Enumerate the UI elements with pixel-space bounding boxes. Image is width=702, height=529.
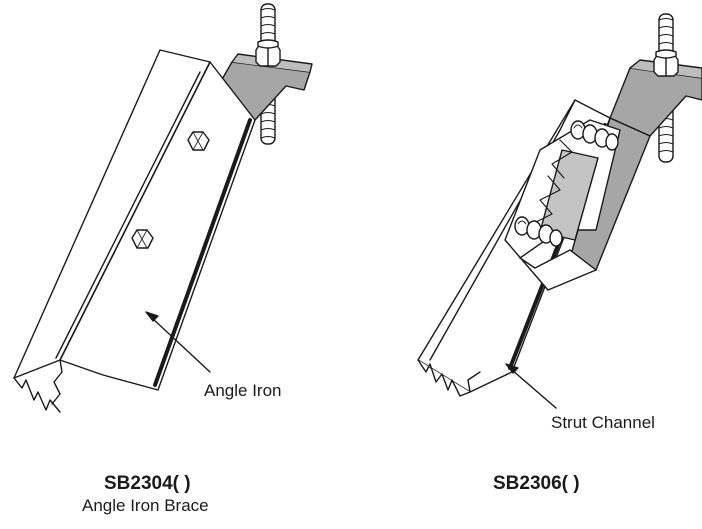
hex-nut-right [653,49,679,77]
channel-nut-lower [514,216,563,247]
angle-iron-brace-figure [13,3,313,413]
hex-nut [255,39,281,67]
angle-iron [13,49,256,413]
part-number-sb2304: SB2304( ) [104,473,191,494]
bolt-head-lower [131,229,154,249]
channel-nut-upper [570,120,619,151]
angle-iron-label: Angle Iron [204,381,282,400]
part-number-sb2306: SB2306( ) [493,473,580,494]
strut-channel-label: Strut Channel [551,413,655,432]
strut-channel-brace-figure [417,13,702,409]
strut-channel-leader [505,363,557,409]
strut-channel [417,99,621,397]
part-description-sb2304: Angle Iron Brace [82,496,209,515]
angle-iron-leader [145,311,211,373]
bolt-head-upper [187,131,210,151]
